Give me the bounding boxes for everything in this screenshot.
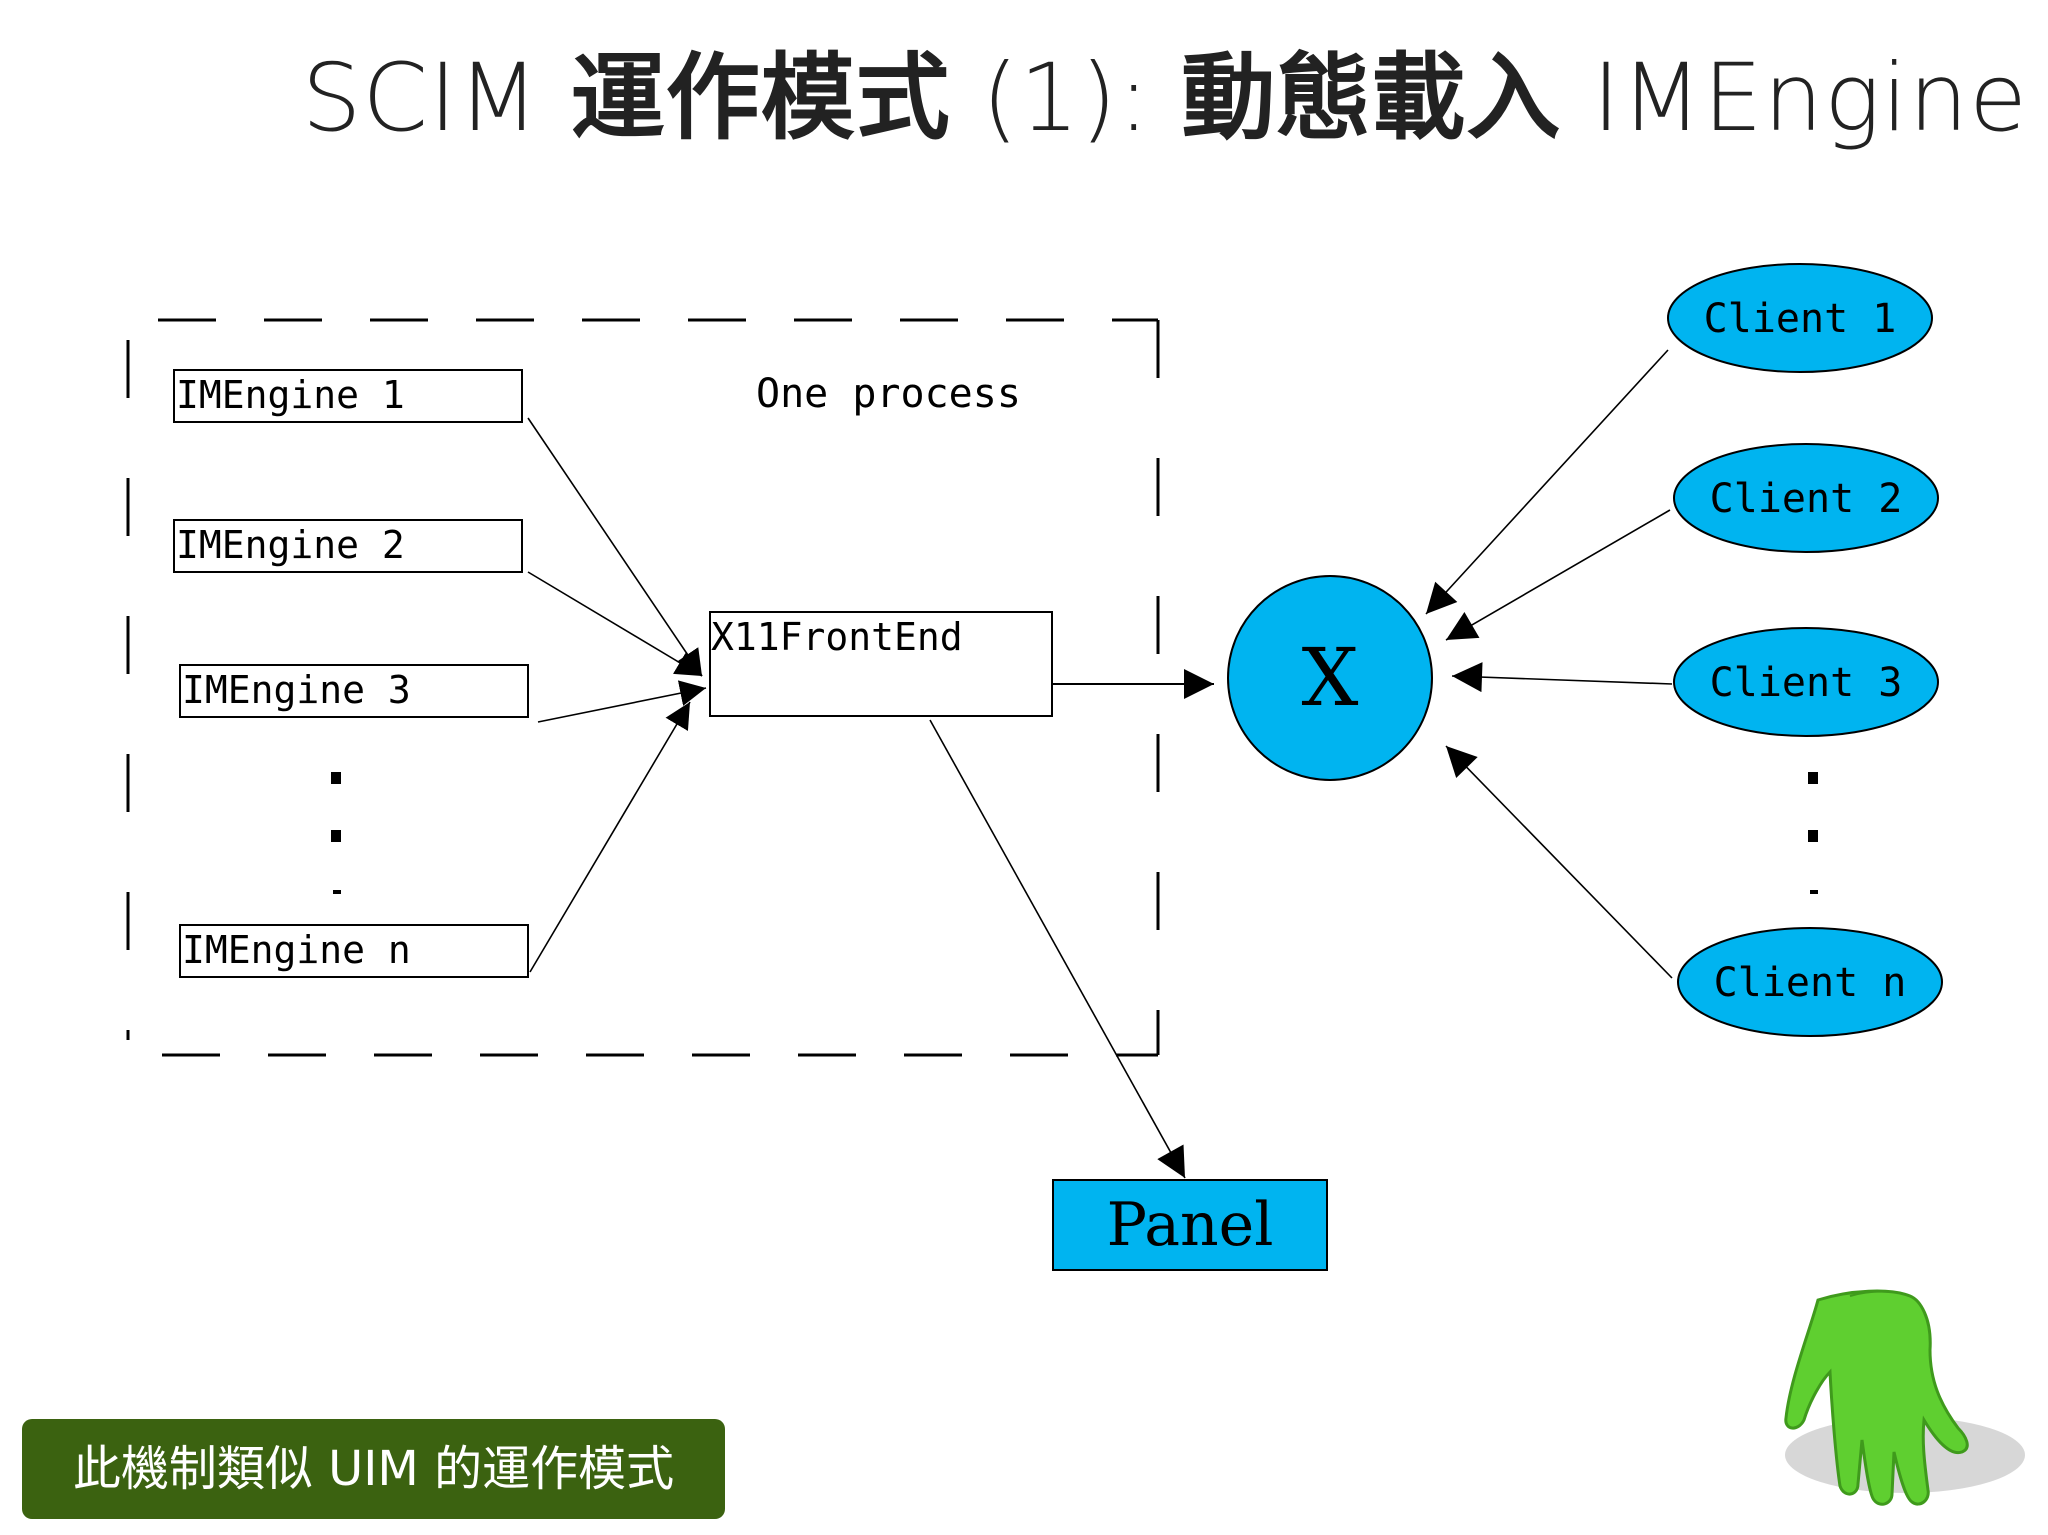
imengine-box: IMEngine n (179, 924, 529, 978)
process-label: One process (756, 371, 1021, 417)
imengine-box: IMEngine 3 (179, 664, 529, 718)
imengine-label: IMEngine 3 (182, 668, 411, 712)
green-hand-mascot-icon (1784, 1289, 2025, 1506)
panel-label: Panel (1107, 1190, 1274, 1260)
title-suffix: IMEngine (1561, 44, 2028, 153)
title-cjk-1: 運作模式 (570, 44, 951, 153)
x-server-label: X (1302, 631, 1359, 724)
engine-arrows (527, 417, 707, 973)
engine-ellipsis (331, 772, 341, 894)
client-label: Client 2 (1710, 476, 1903, 522)
title-mid: (1): (950, 44, 1182, 153)
caption-banner: 此機制類似 UIM 的運作模式 (22, 1419, 725, 1519)
client-label: Client n (1714, 960, 1907, 1006)
client-arrows (1425, 349, 1673, 979)
frontend-label: X11FrontEnd (711, 615, 963, 659)
panel-node: Panel (1052, 1179, 1328, 1271)
client-node: Client 2 (1673, 443, 1939, 553)
client-node: Client n (1677, 927, 1943, 1037)
title-cjk-2: 動態載入 (1181, 44, 1562, 153)
x-server-node: X (1227, 575, 1433, 781)
client-node: Client 3 (1673, 627, 1939, 737)
slide-title: SCIM 運作模式 (1): 動態載入 IMEngine (300, 22, 2028, 158)
client-label: Client 3 (1710, 660, 1903, 706)
imengine-label: IMEngine n (182, 928, 411, 972)
frontend-box: X11FrontEnd (709, 611, 1053, 717)
client-ellipsis (1808, 772, 1818, 894)
client-node: Client 1 (1667, 263, 1933, 373)
client-label: Client 1 (1704, 296, 1897, 342)
frontend-to-panel-arrow (929, 719, 1186, 1179)
title-prefix: SCIM (301, 44, 571, 153)
imengine-box: IMEngine 1 (173, 369, 523, 423)
imengine-box: IMEngine 2 (173, 519, 523, 573)
process-boundary (126, 318, 1160, 1057)
imengine-label: IMEngine 2 (176, 523, 405, 567)
imengine-label: IMEngine 1 (176, 373, 405, 417)
